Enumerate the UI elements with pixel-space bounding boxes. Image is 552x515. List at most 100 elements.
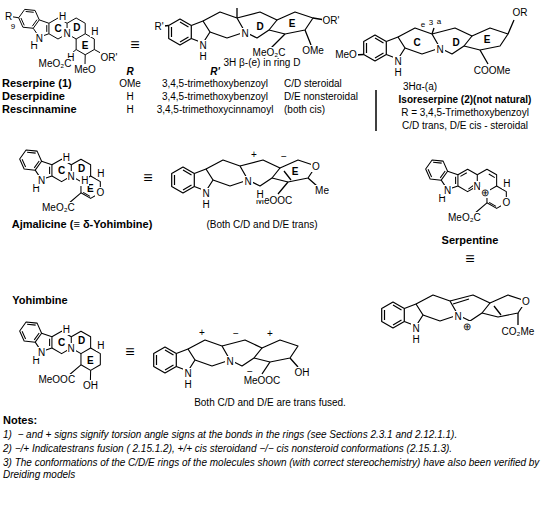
atom-label: H — [62, 324, 71, 335]
table-cell: D/E nonsteroidal — [284, 91, 358, 102]
atom-label: MeO₂C — [447, 212, 482, 223]
atom-label: N — [35, 33, 44, 44]
atom-label: MeO₂C — [41, 202, 76, 213]
atom-label: MeO₂C — [38, 58, 73, 69]
compound-name: Isoreserpine (2)(not natural) — [399, 94, 532, 105]
atom-label: OH — [82, 380, 99, 391]
atom-label: H — [96, 168, 105, 179]
ring-letter: E — [484, 34, 491, 45]
caption-label: 3Hα-(a) — [403, 81, 437, 92]
atom-label: H — [90, 26, 99, 37]
equivalence-sign: ≡ — [130, 36, 139, 54]
locant-number: 3 — [429, 19, 433, 28]
equivalence-sign: ≡ — [465, 250, 474, 268]
compound-name: Yohimbine — [12, 294, 67, 306]
compound-name: Serpentine — [442, 234, 499, 246]
atom-label: O — [311, 161, 321, 172]
ring-letter: C — [58, 337, 65, 348]
atom-label: OH — [294, 367, 311, 378]
atom-label: CO₂Me — [501, 326, 536, 337]
note-text: 1) − and + signs signify torsion angle s… — [3, 429, 549, 441]
atom-label: OR' — [100, 52, 119, 63]
ring-letter: C — [58, 165, 65, 176]
atom-label: H — [80, 175, 89, 186]
atom-label: Me — [314, 185, 330, 196]
ring-letter: E — [87, 355, 94, 366]
atom-label: N — [183, 368, 192, 379]
ring-letter: D — [452, 37, 459, 48]
atom-label: H — [183, 379, 192, 390]
atom-label: N — [37, 347, 46, 358]
atom-label: H — [393, 67, 402, 78]
atom-label: MeOOC — [243, 375, 282, 386]
caption-label: Both C/D and D/E are trans fused. — [194, 397, 346, 408]
atom-label: MeO — [334, 49, 358, 60]
atom-label: O — [95, 187, 105, 198]
ring-letter: C — [54, 23, 61, 34]
atom-label: + — [250, 149, 258, 160]
atom-label: N — [67, 343, 76, 354]
table-cell: 3,4,5-trimethoxybenzoyl — [162, 91, 268, 102]
ring-letter: D — [73, 22, 80, 33]
atom-label: N — [243, 176, 252, 187]
table-cell: 3,4,5-trimethoxybenzoyl — [162, 78, 268, 89]
note-text: 3) The conformations of the C/D/E rings … — [3, 457, 549, 481]
compound-name: Deserpidine — [2, 90, 65, 102]
ring-letter: D — [78, 163, 85, 174]
atom-label: H — [255, 189, 264, 200]
table-cell: (both cis) — [284, 104, 325, 115]
atom-label: R' — [153, 21, 164, 32]
compound-name: Rescinnamine — [2, 103, 77, 115]
caption-label: C/D trans, D/E cis - steroidal — [402, 120, 528, 131]
atom-label: + — [198, 327, 206, 338]
compound-name: Ajmalicine (≡ δ-Yohimbine) — [12, 218, 153, 230]
atom-label: R — [4, 11, 13, 22]
atom-label: OMe — [301, 45, 325, 56]
atom-label: ⊕ — [480, 187, 490, 198]
ring-letter: D — [256, 21, 263, 32]
table-cell: C/D steroidal — [284, 78, 342, 89]
atom-label: MeO₂C — [252, 47, 287, 58]
compound-name: Reserpine (1) — [2, 77, 72, 89]
table-cell: 3,4,5-trimethoxycinnamoyl — [157, 104, 274, 115]
ring-letter: E — [292, 166, 299, 177]
atom-label: N — [198, 40, 207, 51]
atom-label: ⊕ — [462, 321, 472, 332]
ring-letter: C — [413, 37, 420, 48]
atom-label: + — [266, 328, 274, 339]
atom-label: COOMe — [473, 65, 512, 76]
equivalence-sign: ≡ — [143, 169, 152, 187]
atom-label: MeO — [73, 64, 97, 75]
locant-number: a — [437, 18, 441, 27]
atom-label: N — [443, 185, 452, 196]
atom-label: N — [201, 188, 210, 199]
atom-label: − — [280, 151, 288, 162]
atom-label: OR — [512, 7, 529, 18]
atom-label: N — [67, 171, 76, 182]
locant-number: 9 — [11, 23, 15, 32]
equivalence-sign: ≡ — [125, 343, 134, 361]
atom-label: H — [502, 178, 511, 189]
atom-label: − — [232, 328, 240, 339]
atom-label: N — [62, 28, 71, 39]
atom-label: H — [411, 334, 420, 345]
note-text: 2) −/+ Indicatestrans fusion ( 2.15.1.2)… — [3, 443, 549, 455]
table-cell: OMe — [119, 78, 141, 89]
atom-label: N — [240, 28, 249, 39]
caption-label: 3H β-(e) in ring D — [224, 57, 301, 68]
atom-label: O — [501, 197, 511, 208]
atom-label: OR' — [322, 15, 341, 26]
atom-label: O — [521, 296, 531, 307]
table-header: R — [126, 66, 133, 77]
ring-letter: E — [289, 18, 296, 29]
caption-label: R = 3,4,5-Trimethoxybenzoyl — [401, 107, 529, 118]
locant-number: e — [421, 21, 425, 30]
ring-letter: E — [82, 40, 89, 51]
atom-label: H — [58, 11, 67, 22]
atom-label: H — [198, 51, 207, 62]
table-cell: H — [126, 91, 133, 102]
atom-label: N — [435, 44, 444, 55]
notes-heading: Notes: — [3, 414, 549, 427]
ring-letter: D — [78, 335, 85, 346]
table-cell: H — [126, 104, 133, 115]
